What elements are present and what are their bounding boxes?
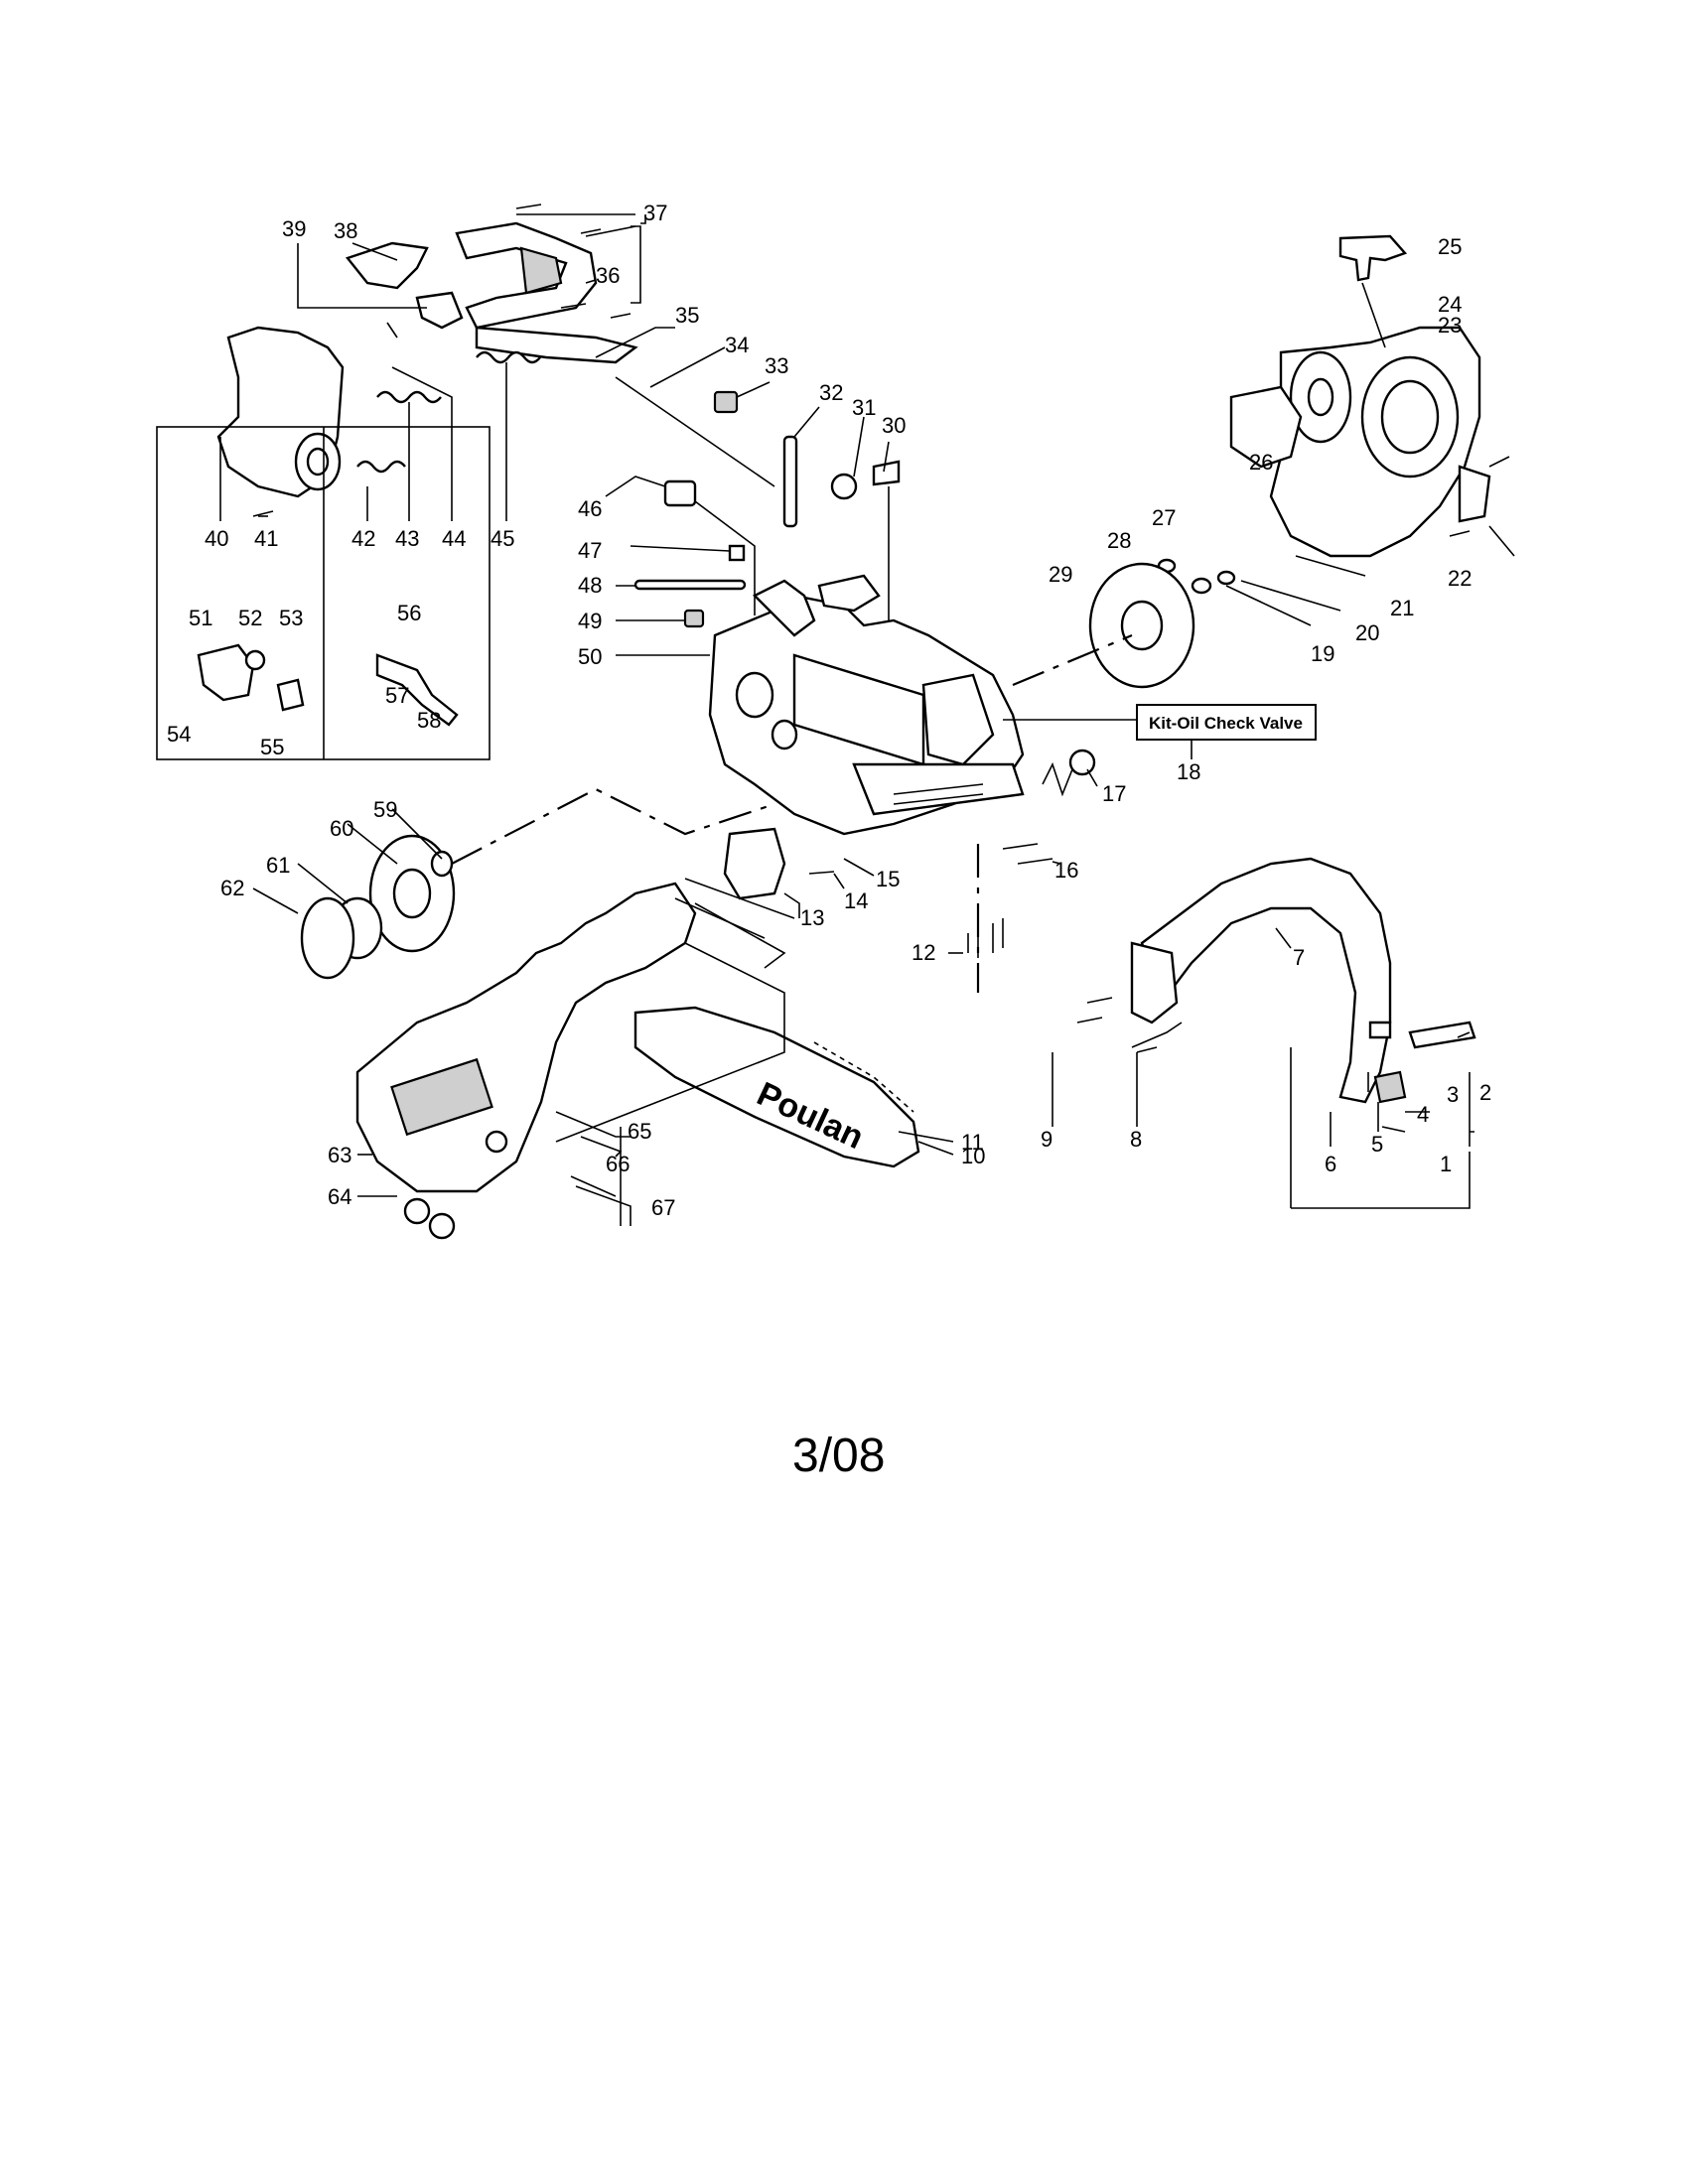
starter-handle (1338, 234, 1408, 348)
callout-23: 23 (1438, 313, 1462, 338)
alignment-axes (451, 633, 1133, 993)
callout-51: 51 (189, 606, 212, 630)
throttle-lever (345, 241, 464, 330)
callout-61: 61 (266, 853, 290, 878)
kit-oil-check-valve-box (1136, 704, 1317, 741)
callout-62: 62 (220, 876, 244, 900)
callout-41: 41 (254, 526, 278, 551)
callout-34: 34 (725, 333, 749, 357)
callout-36: 36 (596, 263, 620, 288)
callout-15: 15 (876, 867, 900, 891)
callout-16: 16 (1054, 858, 1078, 883)
callout-45: 45 (491, 526, 514, 551)
callout-57: 57 (385, 683, 409, 708)
callout-49: 49 (578, 609, 602, 633)
callout-5: 5 (1371, 1132, 1383, 1157)
callout-56: 56 (397, 601, 421, 625)
callout-13: 13 (800, 905, 824, 930)
guide-bar: Poulan (633, 1006, 920, 1168)
callout-24: 24 (1438, 292, 1462, 317)
callout-29: 29 (1049, 562, 1072, 587)
callout-21: 21 (1390, 596, 1414, 620)
saw-chain (813, 1041, 914, 1113)
callout-42: 42 (351, 526, 375, 551)
callout-27: 27 (1152, 505, 1176, 530)
handle-grip (216, 326, 345, 498)
callout-54: 54 (167, 722, 191, 747)
callout-2: 2 (1479, 1080, 1491, 1105)
callout-4: 4 (1417, 1102, 1429, 1127)
callout-3: 3 (1447, 1082, 1459, 1107)
bar-plate (723, 827, 786, 900)
oil-pump-box (156, 426, 491, 760)
callout-66: 66 (606, 1152, 630, 1176)
callout-37: 37 (643, 201, 667, 225)
callout-48: 48 (578, 573, 602, 598)
callout-20: 20 (1355, 620, 1379, 645)
leader-lines (219, 213, 1515, 1226)
callout-8: 8 (1130, 1127, 1142, 1152)
callout-7: 7 (1293, 945, 1305, 970)
callout-43: 43 (395, 526, 419, 551)
springs (356, 350, 541, 474)
flywheel (1088, 562, 1195, 689)
starter-pulley (1157, 350, 1352, 595)
callout-53: 53 (279, 606, 303, 630)
callout-28: 28 (1107, 528, 1131, 553)
callout-12: 12 (912, 940, 935, 965)
callout-52: 52 (238, 606, 262, 630)
callout-25: 25 (1438, 234, 1462, 259)
callout-11: 11 (961, 1130, 984, 1155)
callout-26: 26 (1249, 450, 1273, 475)
callout-1: 1 (1440, 1152, 1452, 1176)
callout-14: 14 (844, 888, 868, 913)
callout-67: 67 (651, 1195, 675, 1220)
callout-9: 9 (1041, 1127, 1052, 1152)
callout-numbers: 1 2 3 4 5 6 7 8 9 10 11 12 13 14 15 16 1… (167, 201, 1491, 1220)
fasteners (252, 204, 1510, 1240)
callout-47: 47 (578, 538, 602, 563)
callout-40: 40 (205, 526, 228, 551)
callout-10: 10 (961, 1144, 985, 1168)
callout-63: 63 (328, 1143, 351, 1167)
callout-31: 31 (852, 395, 876, 420)
callout-19: 19 (1311, 641, 1334, 666)
page-identifier: 3/08 (792, 1430, 885, 1482)
crankcase-housing (708, 574, 1025, 836)
callout-18: 18 (1177, 759, 1200, 784)
callout-22: 22 (1448, 566, 1472, 591)
callout-6: 6 (1325, 1152, 1336, 1176)
callout-39: 39 (282, 216, 306, 241)
rear-handle (455, 221, 638, 364)
throttle-rod (615, 376, 775, 487)
callout-44: 44 (442, 526, 466, 551)
callout-17: 17 (1102, 781, 1126, 806)
front-handle-bar (1130, 857, 1407, 1104)
callout-64: 64 (328, 1184, 351, 1209)
callout-46: 46 (578, 496, 602, 521)
callout-55: 55 (260, 735, 284, 759)
callout-65: 65 (628, 1119, 651, 1144)
callout-33: 33 (765, 353, 788, 378)
callout-59: 59 (373, 797, 397, 822)
callout-35: 35 (675, 303, 699, 328)
callout-30: 30 (882, 413, 906, 438)
small-parts-top (633, 390, 901, 628)
callout-32: 32 (819, 380, 843, 405)
callout-38: 38 (334, 218, 357, 243)
callout-50: 50 (578, 644, 602, 669)
clutch-drum (300, 834, 456, 980)
kit-oil-check-valve-label: Kit-Oil Check Valve (1149, 714, 1303, 733)
callout-58: 58 (417, 708, 441, 733)
callout-60: 60 (330, 816, 353, 841)
